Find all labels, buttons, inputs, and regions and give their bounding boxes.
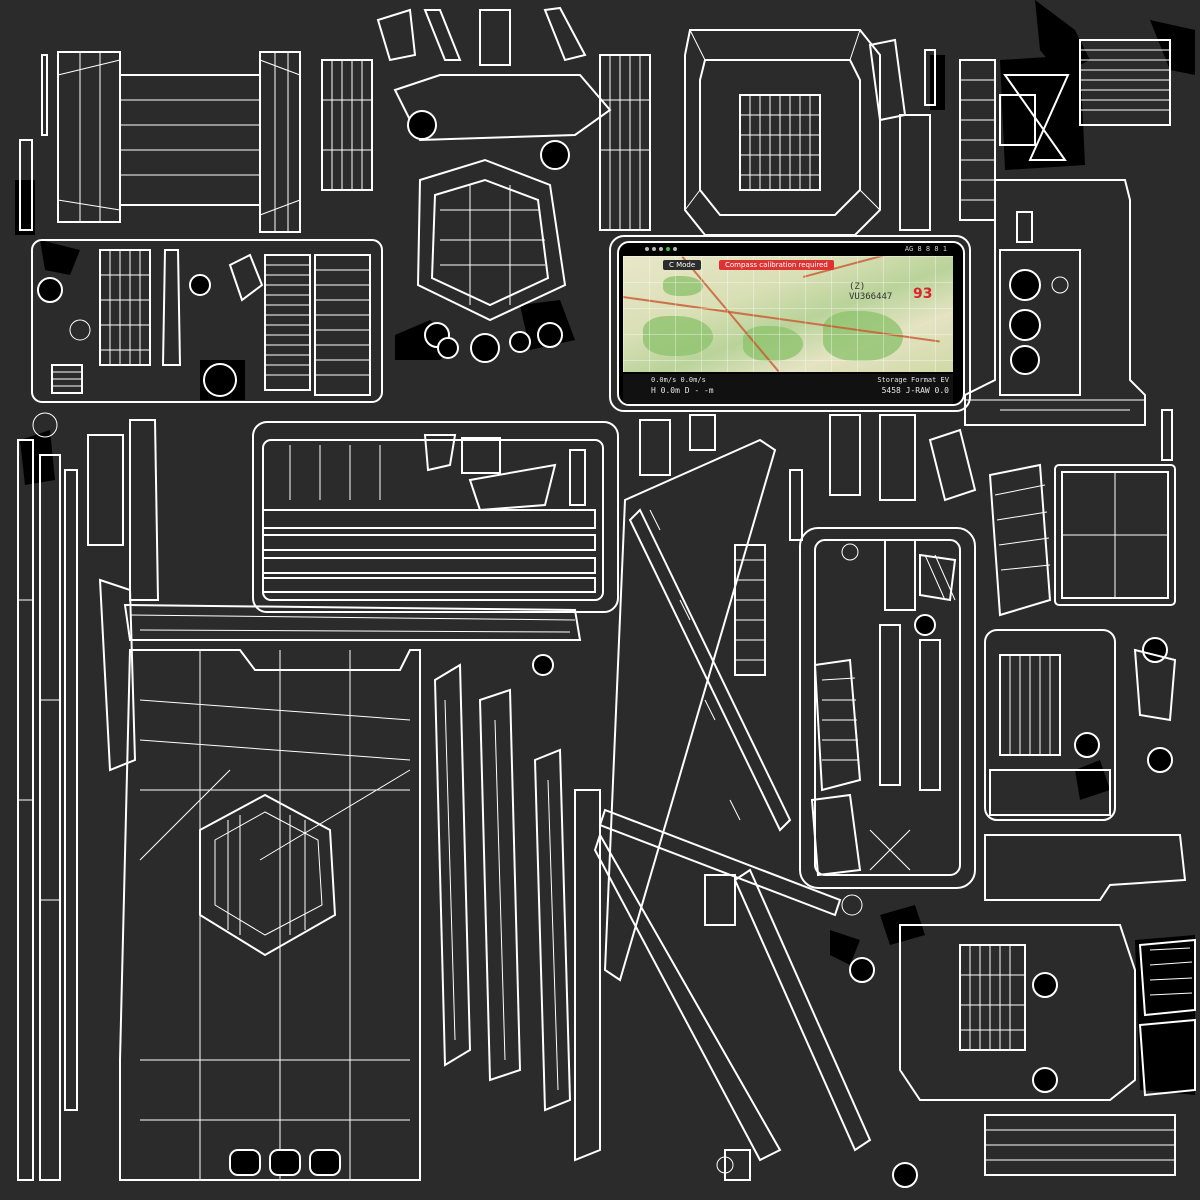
altitude-readout: H 0.0m D - -m [651, 386, 714, 395]
uv-island-control-panel [123, 421, 619, 641]
uv-island-diagonal-strips [433, 438, 872, 1162]
grid-reference: (Z) VU366447 [849, 282, 892, 302]
uv-island-strips-top [321, 39, 1171, 231]
uv-island-hex-upper [393, 74, 612, 363]
uv-island-small-parts [376, 6, 977, 1181]
storage-header: Storage Format EV [877, 376, 949, 384]
uv-island-camera-block [964, 74, 1173, 461]
uv-island-grip [799, 527, 976, 889]
compass-warning-badge[interactable]: Compass calibration required [719, 260, 834, 270]
device-screen: AG 8 8 8 1 C Mode Compass calibration re… [617, 241, 965, 406]
uv-island-right-panels [984, 463, 1177, 821]
uv-island-slab-lower [119, 649, 421, 1181]
grid-reference-code: VU366447 [849, 292, 893, 302]
uv-island-lower-right [841, 834, 1196, 1188]
uv-island-long-strips-left [17, 412, 160, 1181]
status-right-text: AG 8 8 8 1 [904, 245, 947, 253]
screen-status-bar: AG 8 8 8 1 [645, 244, 947, 254]
speed-readout: 0.0m/s 0.0m/s [651, 376, 706, 384]
uv-island-cylinder-top-left [19, 51, 301, 233]
status-dots-icon [645, 245, 680, 253]
grid-reference-zone: (Z) [849, 282, 866, 292]
mode-label[interactable]: C Mode [663, 260, 702, 270]
map-view[interactable]: C Mode Compass calibration required (Z) … [623, 256, 953, 372]
heading-value: 93 [913, 286, 933, 302]
telemetry-hud: 0.0m/s 0.0m/s H 0.0m D - -m Storage Form… [623, 374, 953, 404]
uv-island-panel-left [31, 239, 383, 403]
uv-island-screen-frame [609, 235, 971, 412]
storage-values: 5458 J-RAW 0.0 [881, 386, 949, 395]
